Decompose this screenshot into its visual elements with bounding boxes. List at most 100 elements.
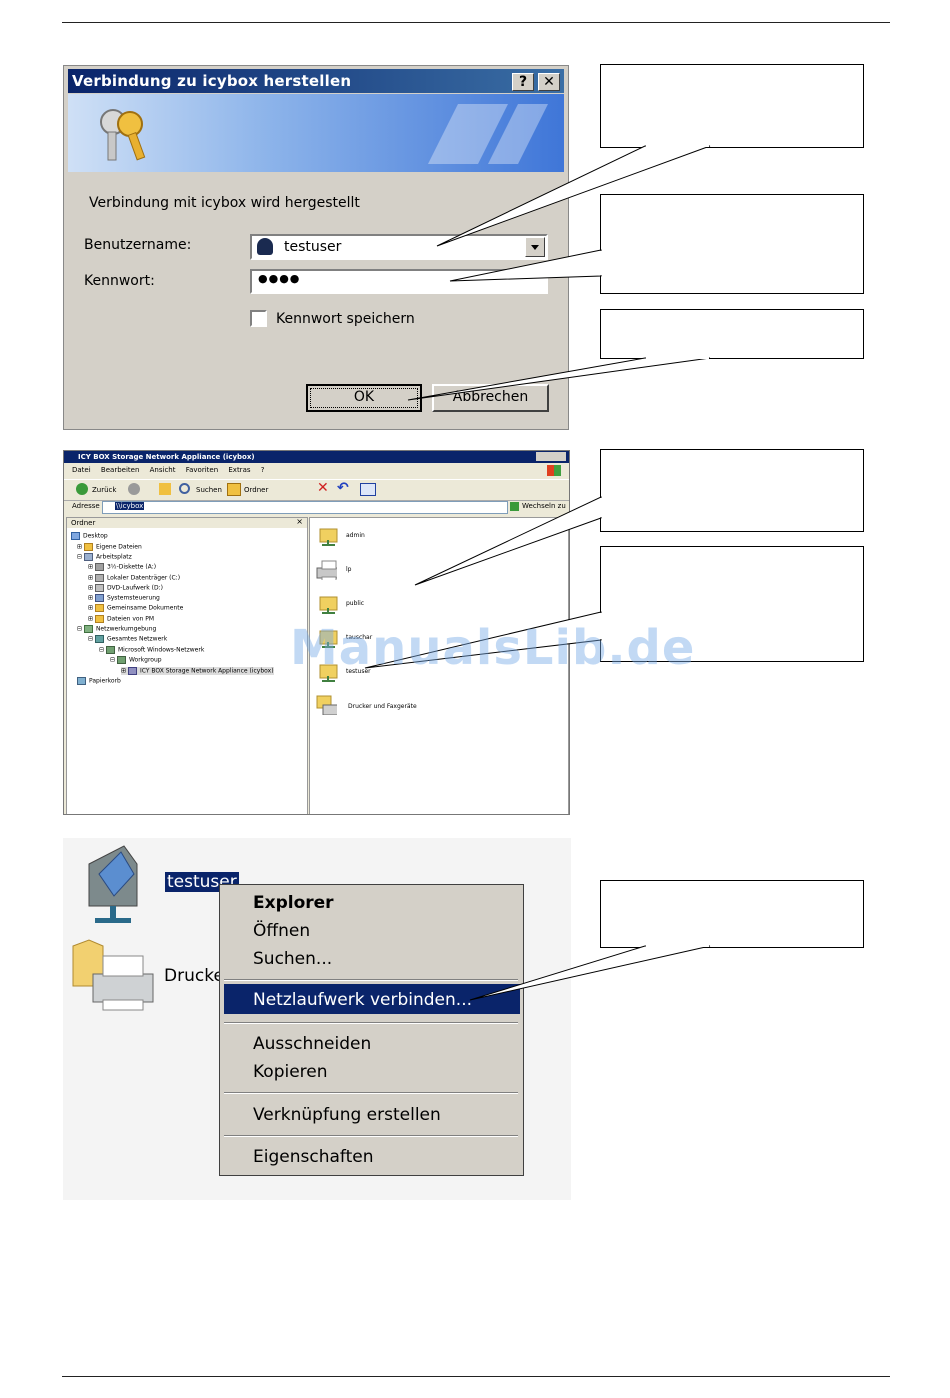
dialog-banner <box>68 94 564 172</box>
printers-icon <box>72 939 154 1011</box>
menu-item-explorer[interactable]: Explorer <box>253 893 334 913</box>
tree-item[interactable]: ⊞ Gemeinsame Dokumente <box>88 604 184 612</box>
explorer-title: ICY BOX Storage Network Appliance (icybo… <box>78 453 255 461</box>
go-icon[interactable] <box>510 502 519 511</box>
callout-box-1 <box>600 64 864 148</box>
dialog-message: Verbindung mit icybox wird hergestellt <box>89 195 360 211</box>
connect-dialog: Verbindung zu icybox herstellen ? ✕ Verb… <box>63 65 569 430</box>
shared-folder-icon <box>319 664 338 682</box>
folder-pane-title: Ordner <box>71 519 96 527</box>
keys-icon <box>100 104 548 164</box>
tree-item[interactable]: ⊟ Workgroup <box>110 656 162 664</box>
tree-item[interactable]: ⊟ Netzwerkumgebung <box>77 625 157 633</box>
password-value: ●●●● <box>258 272 301 285</box>
address-bar: Adresse \\icybox Wechseln zu <box>64 500 569 514</box>
dialog-titlebar: Verbindung zu icybox herstellen ? ✕ <box>68 69 564 93</box>
callout-box-2 <box>600 194 864 294</box>
printer-icon <box>316 560 337 580</box>
remember-password-label: Kennwort speichern <box>276 311 415 327</box>
username-label: Benutzername: <box>84 237 192 253</box>
explorer-menubar: Datei Bearbeiten Ansicht Favoriten Extra… <box>64 464 569 477</box>
shared-folder-icon <box>319 596 338 614</box>
tree-item[interactable]: ⊟ Gesamtes Netzwerk <box>88 635 168 643</box>
user-icon <box>257 238 273 255</box>
tree-item[interactable]: ⊞ 3½-Diskette (A:) <box>88 563 157 571</box>
menu-item-copy[interactable]: Kopieren <box>253 1062 328 1082</box>
views-icon[interactable] <box>360 483 376 496</box>
delete-icon[interactable]: ✕ <box>317 480 329 496</box>
menu-datei[interactable]: Datei <box>72 466 91 474</box>
callout-box-6 <box>600 880 864 948</box>
menu-highlight <box>224 984 520 1014</box>
menu-item-search[interactable]: Suchen... <box>253 949 333 969</box>
search-icon[interactable] <box>179 483 190 494</box>
go-label[interactable]: Wechseln zu <box>522 502 566 510</box>
bottom-rule <box>62 1376 890 1377</box>
shared-folder-icon <box>319 528 338 546</box>
undo-icon[interactable]: ↶ <box>337 480 349 496</box>
menu-bearbeiten[interactable]: Bearbeiten <box>100 466 140 474</box>
tree-item[interactable]: ⊟ Microsoft Windows-Netzwerk <box>99 646 205 654</box>
folders-label[interactable]: Ordner <box>244 486 269 494</box>
menu-separator <box>224 979 518 981</box>
menu-item-open[interactable]: Öffnen <box>253 921 311 941</box>
callout-box-3 <box>600 309 864 359</box>
tree-item[interactable]: ⊞ DVD-Laufwerk (D:) <box>88 584 163 592</box>
tree-item[interactable]: ⊟ Arbeitsplatz <box>77 553 132 561</box>
callout-box-4 <box>600 449 864 532</box>
close-icon[interactable]: × <box>296 517 303 526</box>
forward-icon[interactable] <box>128 483 140 495</box>
menu-item-map-network-drive[interactable]: Netzlaufwerk verbinden... <box>253 990 472 1010</box>
tree-item[interactable]: Papierkorb <box>77 677 121 685</box>
top-rule <box>62 22 890 23</box>
callout-box-5 <box>600 546 864 662</box>
tree-item[interactable]: Desktop <box>71 532 108 540</box>
folder-pane: Ordner × Desktop ⊞ Eigene Dateien ⊟ Arbe… <box>66 517 308 814</box>
help-button[interactable]: ? <box>512 73 534 91</box>
menu-ansicht[interactable]: Ansicht <box>149 466 176 474</box>
tree-item[interactable]: ⊞ Systemsteuerung <box>88 594 160 602</box>
menu-help[interactable]: ? <box>260 466 265 474</box>
watermark: ManualsLib.de <box>290 620 696 676</box>
folder-pane-header: Ordner × <box>67 517 307 528</box>
explorer-toolbar: Zurück Suchen Ordner ✕ ↶ <box>64 479 569 501</box>
search-label[interactable]: Suchen <box>196 486 222 494</box>
menu-extras[interactable]: Extras <box>228 466 251 474</box>
menu-separator <box>224 1092 518 1094</box>
shared-folder-icon <box>319 630 338 648</box>
address-input[interactable]: \\icybox <box>102 501 508 514</box>
tree-item[interactable]: ⊞ ICY BOX Storage Network Appliance (icy… <box>121 667 274 675</box>
username-value: testuser <box>284 239 342 255</box>
explorer-window: ICY BOX Storage Network Appliance (icybo… <box>63 450 570 815</box>
menu-item-properties[interactable]: Eigenschaften <box>253 1147 374 1167</box>
folders-icon[interactable] <box>227 483 241 496</box>
windows-logo-icon <box>547 465 561 476</box>
printers-label[interactable]: Drucke <box>164 966 224 986</box>
back-icon[interactable] <box>76 483 88 495</box>
close-button[interactable]: ✕ <box>538 73 560 91</box>
username-combobox[interactable]: testuser <box>250 234 548 260</box>
menu-item-cut[interactable]: Ausschneiden <box>253 1034 372 1054</box>
ok-button[interactable]: OK <box>306 384 422 412</box>
menu-separator <box>224 1022 518 1024</box>
window-controls[interactable] <box>536 452 566 461</box>
context-menu: Explorer Öffnen Suchen... Netzlaufwerk v… <box>219 884 524 1176</box>
back-label[interactable]: Zurück <box>92 486 117 494</box>
menu-item-create-shortcut[interactable]: Verknüpfung erstellen <box>253 1105 441 1125</box>
dialog-title: Verbindung zu icybox herstellen <box>72 72 352 90</box>
network-share-icon <box>88 845 138 923</box>
menu-separator <box>224 1135 518 1137</box>
printers-faxes-icon <box>316 695 337 715</box>
password-field[interactable]: ●●●● <box>250 269 548 294</box>
up-folder-icon[interactable] <box>159 483 171 495</box>
content-pane: admin lp public tauschar testuser Drucke… <box>309 517 569 814</box>
menu-favoriten[interactable]: Favoriten <box>185 466 219 474</box>
remember-password-checkbox[interactable] <box>250 310 267 327</box>
address-value: \\icybox <box>115 502 145 510</box>
password-label: Kennwort: <box>84 273 155 289</box>
chevron-down-icon[interactable] <box>525 237 545 257</box>
cancel-button[interactable]: Abbrechen <box>432 384 549 412</box>
tree-item[interactable]: ⊞ Lokaler Datenträger (C:) <box>88 574 181 582</box>
tree-item[interactable]: ⊞ Dateien von PM <box>88 615 155 623</box>
tree-item[interactable]: ⊞ Eigene Dateien <box>77 543 142 551</box>
